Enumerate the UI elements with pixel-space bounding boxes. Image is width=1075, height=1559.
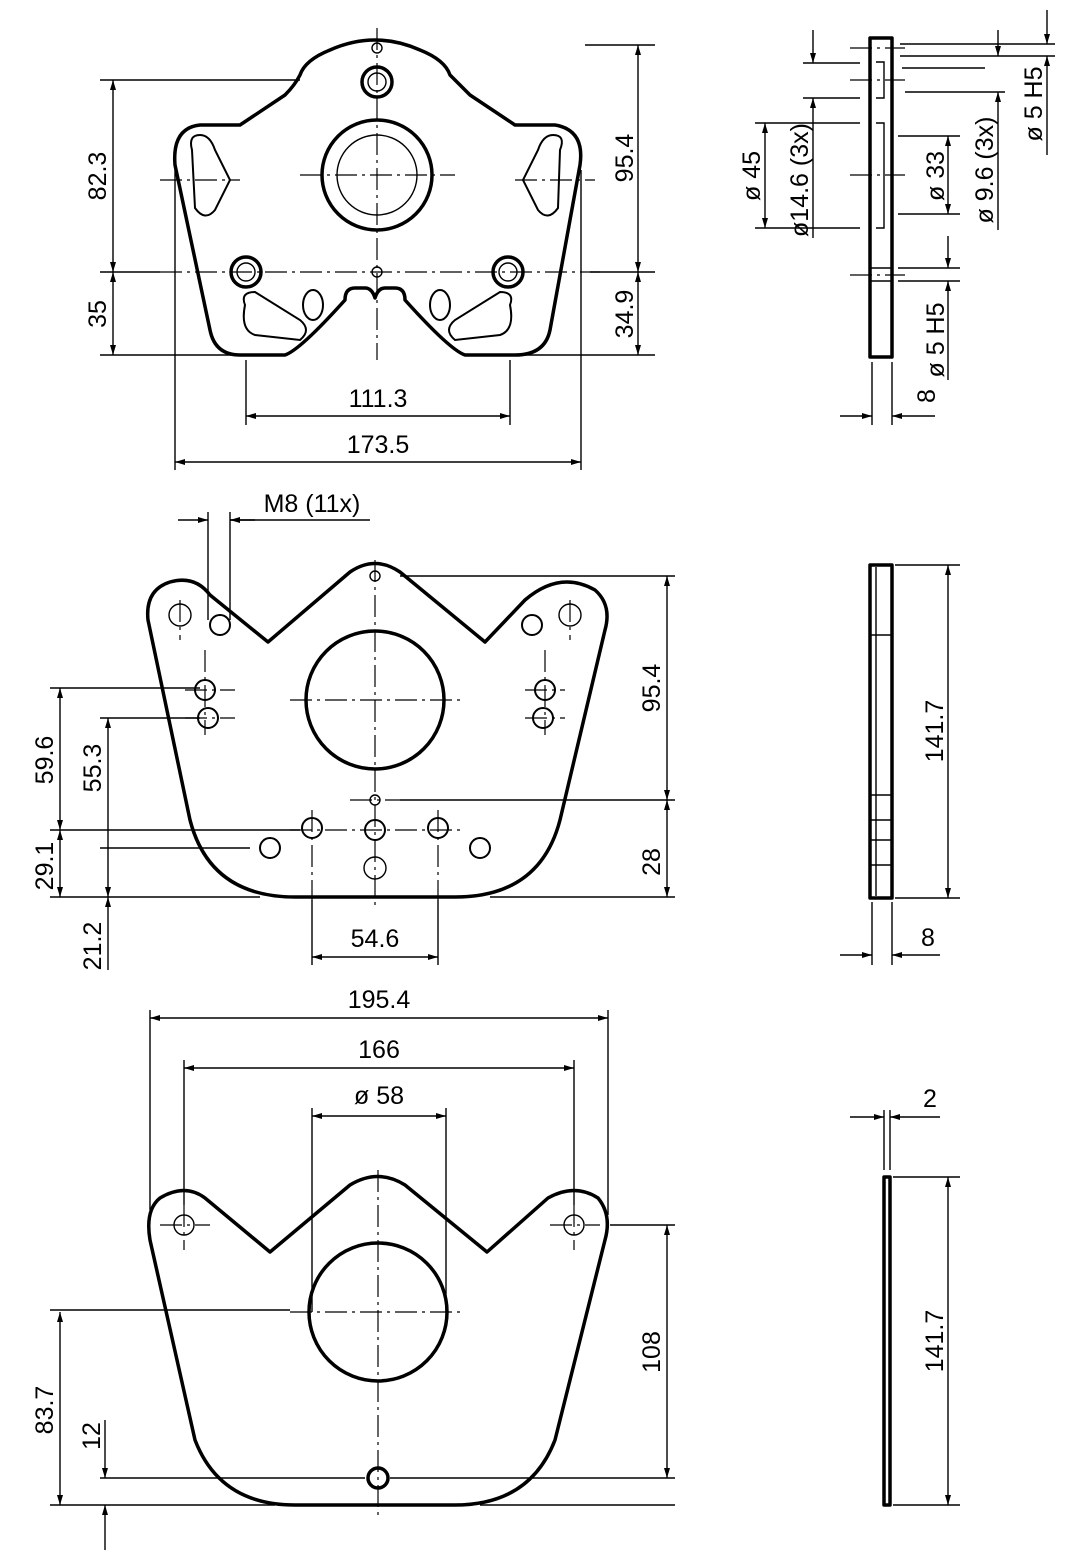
dim-dia-5-h5-bottom: ø 5 H5: [922, 302, 950, 377]
plate-outline: [147, 1174, 610, 1507]
dim-54-6: 54.6: [351, 925, 400, 953]
dim-dia-5-h5-top: ø 5 H5: [1020, 66, 1048, 141]
dim-173-5: 173.5: [347, 431, 410, 459]
plate-outline: [145, 561, 609, 899]
dim-dia-45: ø 45: [738, 151, 766, 201]
dim-dia-14-6: ø14.6 (3x): [786, 123, 814, 237]
middle-side-view: 141.7 8: [840, 563, 960, 965]
dim-thickness-8: 8: [921, 924, 935, 952]
bottom-plate-view: 195.4 166 ø 58 83.7 12 108: [31, 986, 675, 1550]
top-side-view: ø 45 ø14.6 (3x) ø 33 ø 9.6 (3x) ø 5 H5 ø…: [738, 10, 1055, 425]
dim-34-9: 34.9: [611, 290, 639, 339]
dim-dia-58: ø 58: [354, 1082, 404, 1110]
dim-thickness-2: 2: [923, 1085, 937, 1113]
dim-m8-11x: M8 (11x): [264, 490, 361, 518]
dim-141-7: 141.7: [921, 1310, 949, 1373]
dim-111-3: 111.3: [349, 385, 408, 413]
dim-141-7: 141.7: [921, 700, 949, 763]
dim-108: 108: [638, 1331, 666, 1373]
dim-83-7: 83.7: [31, 1386, 59, 1435]
dim-29-1: 29.1: [31, 842, 59, 891]
dim-195-4: 195.4: [348, 986, 411, 1014]
dim-35: 35: [84, 300, 112, 328]
dim-dia-33: ø 33: [922, 151, 950, 201]
dim-28: 28: [638, 848, 666, 876]
dim-thickness-8: 8: [913, 389, 941, 403]
dim-dia-9-6: ø 9.6 (3x): [971, 117, 999, 224]
dim-59-6: 59.6: [31, 736, 59, 785]
dim-12: 12: [78, 1422, 106, 1450]
middle-plate-view: M8 (11x) 95.4 59.6 55.3 29.1 21.2 28 54.…: [31, 490, 675, 970]
top-plate-view: 82.3 35 95.4 34.9 111.3 173.5: [84, 28, 655, 470]
dim-95-4: 95.4: [638, 664, 666, 713]
plate-outline: [172, 38, 583, 357]
bottom-side-view: 2 141.7: [850, 1085, 960, 1507]
dim-166: 166: [358, 1036, 400, 1064]
dim-95-4: 95.4: [611, 134, 639, 183]
dim-82-3: 82.3: [84, 152, 112, 201]
dim-55-3: 55.3: [79, 744, 107, 793]
dim-21-2: 21.2: [79, 922, 107, 971]
